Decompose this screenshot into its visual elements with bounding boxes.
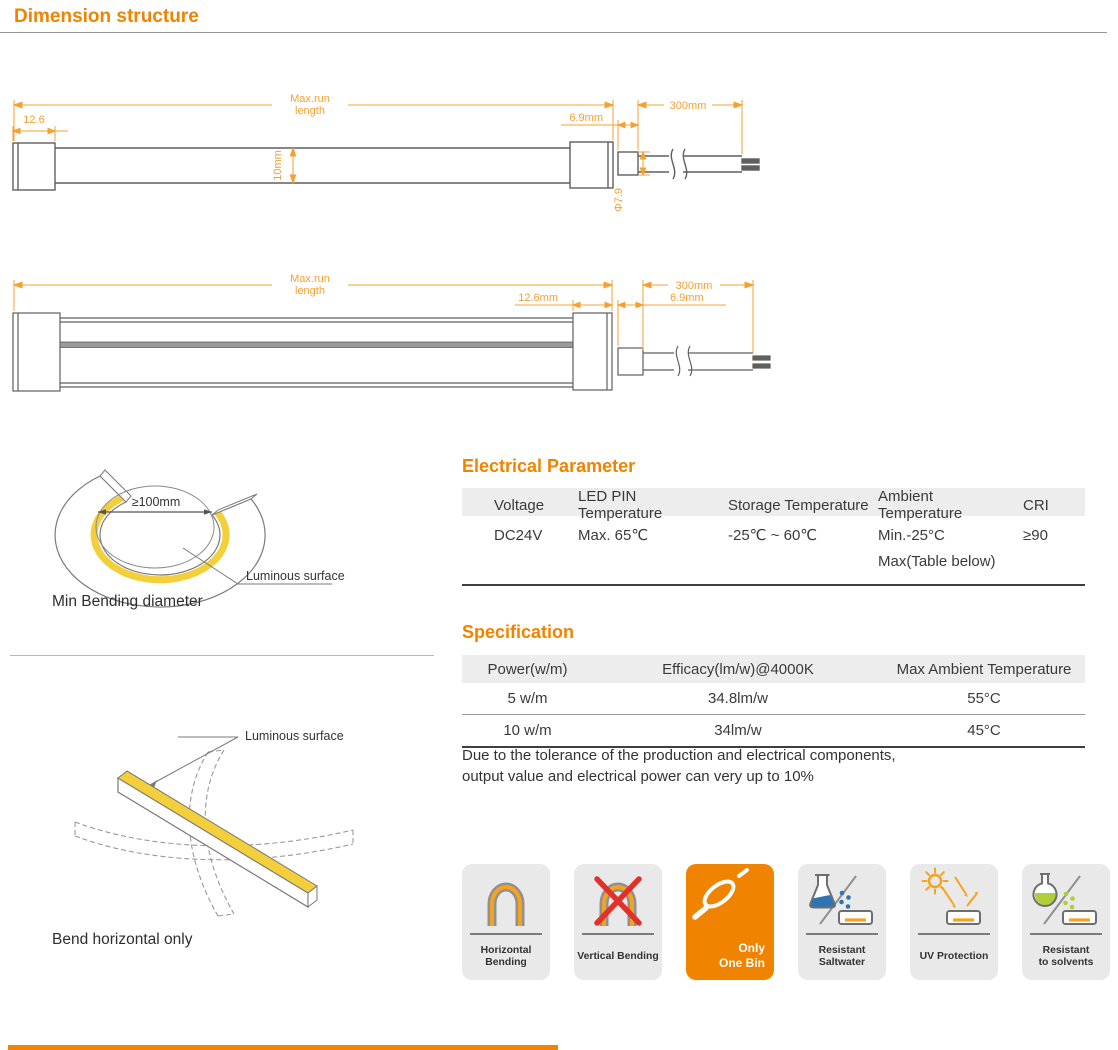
leader-line — [182, 547, 332, 585]
dimension-lines — [11, 100, 744, 185]
electrical-table: Voltage LED PIN Temperature Storage Temp… — [462, 488, 1085, 586]
diameter-value: ≥100mm — [132, 495, 181, 509]
strip-outline — [12, 141, 760, 191]
min-bending-diagram: ≥100mm Luminous surface — [54, 469, 345, 608]
max-run-label: Max.run — [290, 93, 330, 105]
uv-sun-icon — [921, 867, 981, 925]
flask-saltwater-icon — [809, 874, 873, 925]
col-max-ambient: Max Ambient Temperature — [896, 660, 1072, 678]
luminous-top-face — [117, 770, 318, 894]
connector-diameter-label: Φ7.9 — [613, 188, 625, 212]
footer-accent-bar — [8, 1045, 558, 1050]
electrical-data-row: DC24V Max. 65℃ -25℃ ~ 60℃ Min.-25°C Max(… — [462, 516, 1085, 586]
min-bending-caption: Min Bending diameter — [52, 593, 203, 610]
vertical-bend-crossed-icon — [594, 876, 642, 926]
col-cri: CRI — [1023, 496, 1049, 514]
col-led-pin-temp: LED PIN Temperature — [578, 488, 663, 522]
dimension-drawing-top-view: Max.run length 12.6mm 6.9mm 300mm — [12, 273, 771, 392]
specification-table: Power(w/m) Efficacy(lm/w)@4000K Max Ambi… — [462, 655, 1085, 748]
specification-header-row: Power(w/m) Efficacy(lm/w)@4000K Max Ambi… — [462, 655, 1085, 683]
max-run-label: Max.run — [290, 273, 330, 285]
cable-length-label: 300mm — [676, 280, 713, 292]
card-resistant-saltwater: Resistant Saltwater — [798, 864, 886, 980]
flask-solvent-icon — [1032, 873, 1097, 925]
dimension-labels: Max.run length 12.6 10mm 6.9mm 300mm Φ7.… — [23, 93, 706, 212]
card-horizontal-bending: Horizontal Bending — [462, 864, 550, 980]
svg-text:length: length — [295, 285, 325, 297]
bend-horizontal-caption: Bend horizontal only — [52, 931, 193, 948]
col-voltage: Voltage — [494, 496, 545, 514]
luminous-surface-label: Luminous surface — [245, 729, 344, 743]
cap-length-label: 12.6mm — [518, 292, 558, 304]
luminous-surface-label: Luminous surface — [246, 569, 345, 583]
ambient-temp-value: Min.-25°C Max(Table below) — [878, 527, 996, 570]
specification-row-1: 5 w/m 34.8lm/w 55°C — [462, 683, 1085, 715]
feature-cards: Horizontal Bending Vertical Bending Only… — [462, 864, 1110, 980]
card-resistant-solvents: Resistant to solvents — [1022, 864, 1110, 980]
electrical-header-row: Voltage LED PIN Temperature Storage Temp… — [462, 488, 1085, 522]
storage-temp-value: -25℃ ~ 60℃ — [728, 527, 818, 544]
col-efficacy: Efficacy(lm/w)@4000K — [662, 660, 814, 678]
diameter-ellipse — [95, 485, 215, 569]
strip-outline — [12, 312, 771, 392]
cable-length-label: 300mm — [670, 100, 707, 112]
connector-length-label: 6.9mm — [670, 292, 704, 304]
tolerance-note: Due to the tolerance of the production a… — [462, 747, 896, 785]
col-power: Power(w/m) — [487, 660, 568, 678]
cap-width-label: 12.6 — [23, 114, 44, 126]
strip-height-label: 10mm — [272, 150, 284, 181]
cri-value: ≥90 — [1023, 527, 1048, 544]
connector-length-label: 6.9mm — [569, 112, 603, 124]
voltage-value: DC24V — [494, 527, 543, 544]
col-storage-temp: Storage Temperature — [728, 496, 869, 514]
one-bin-label: Only One Bin — [718, 941, 765, 970]
specification-row-2: 10 w/m 34lm/w 45°C — [462, 715, 1085, 748]
dimension-drawing-side-view: Max.run length 12.6 10mm 6.9mm 300mm Φ7.… — [11, 93, 760, 212]
dimension-labels: Max.run length 12.6mm 6.9mm 300mm — [290, 273, 712, 304]
card-uv-protection: UV Protection — [910, 864, 998, 980]
title-underline — [0, 32, 1107, 33]
page-title: Dimension structure — [14, 6, 199, 27]
card-vertical-bending: Vertical Bending — [574, 864, 662, 980]
strip-end-face — [307, 884, 318, 909]
one-bin-icon — [692, 868, 749, 920]
col-ambient-temp: Ambient Temperature — [878, 488, 963, 522]
diagram-divider — [10, 655, 434, 656]
card-only-one-bin: Only One Bin — [686, 864, 774, 980]
dimension-lines — [12, 280, 755, 354]
strip-front-face — [117, 776, 309, 909]
leader-line — [149, 736, 239, 786]
horizontal-bend-arch-icon — [487, 882, 525, 926]
bend-horizontal-diagram: Luminous surface — [74, 729, 354, 917]
electrical-title: Electrical Parameter — [462, 456, 636, 476]
led-pin-temp-value: Max. 65℃ — [578, 527, 649, 544]
svg-text:length: length — [295, 105, 325, 117]
specification-title: Specification — [462, 622, 575, 642]
